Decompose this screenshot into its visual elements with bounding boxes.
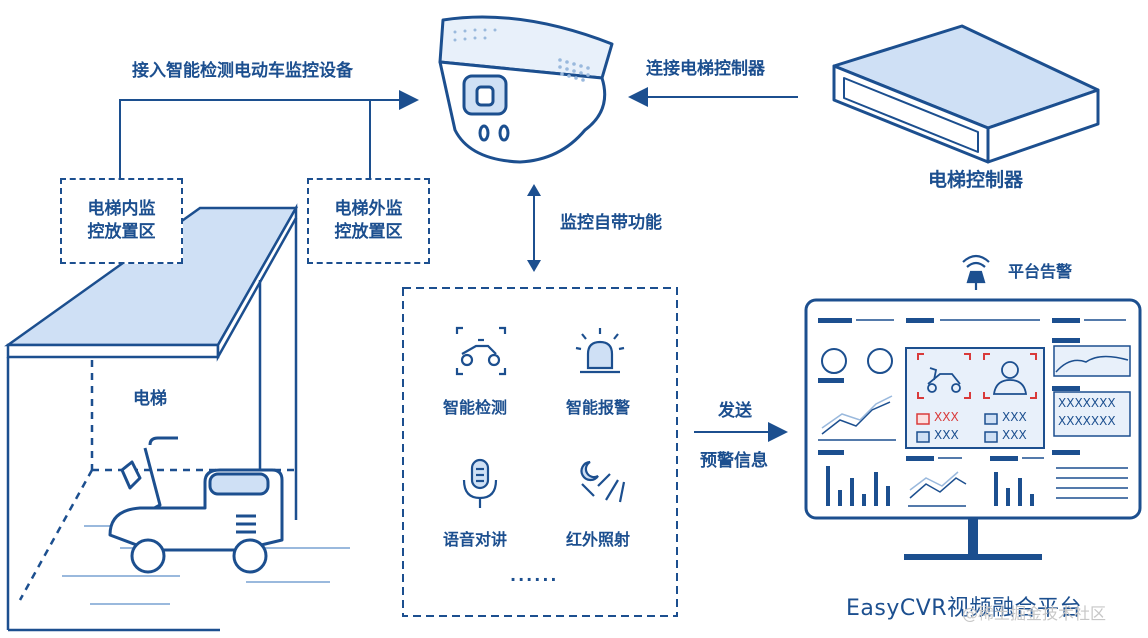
inside-zone-line1: 电梯内监 xyxy=(87,199,156,220)
feature-smart-alarm: 智能报警 xyxy=(566,398,631,417)
tag-swatch-3 xyxy=(916,431,930,443)
tag-swatch-2 xyxy=(984,413,998,425)
screen-list-1: XXXXXXX xyxy=(1058,396,1116,410)
outside-zone-line2: 控放置区 xyxy=(334,222,403,242)
elevator-controller-icon xyxy=(832,24,1100,164)
tag-swatch-4 xyxy=(984,431,998,443)
alert-info-label: 预警信息 xyxy=(700,451,768,471)
detected-person-icon xyxy=(992,361,1028,395)
elevator-controller-label: 电梯控制器 xyxy=(928,169,1024,191)
screen-tag-4: XXX xyxy=(1002,428,1027,442)
elevator-illustration xyxy=(4,203,350,632)
dome-camera-icon xyxy=(438,15,614,164)
feature-smart-detect: 智能检测 xyxy=(443,398,508,417)
scooter-detect-icon xyxy=(455,326,507,376)
detected-person-frame xyxy=(983,353,1037,399)
alarm-light-icon xyxy=(575,328,625,374)
builtin-functions-label: 监控自带功能 xyxy=(560,213,662,233)
screen-tag-3: XXX xyxy=(934,428,959,442)
screen-tag-1: XXX xyxy=(934,410,959,424)
access-devices-label: 接入智能检测电动车监控设备 xyxy=(132,61,353,81)
tag-swatch-1 xyxy=(916,413,930,425)
inside-zone-line2: 控放置区 xyxy=(87,222,156,242)
inside-monitor-zone: 电梯内监控放置区 xyxy=(60,178,183,264)
microphone-icon xyxy=(462,458,498,508)
platform-alarm-label: 平台告警 xyxy=(1008,262,1073,281)
e-scooter-icon xyxy=(108,436,284,574)
feature-voice-intercom: 语音对讲 xyxy=(443,530,508,549)
screen-tag-2: XXX xyxy=(1002,410,1027,424)
platform-title: EasyCVR视频融合平台 xyxy=(846,596,1083,621)
camera-features-bidirectional-arrow xyxy=(527,184,541,272)
elevator-label: 电梯 xyxy=(133,389,167,409)
send-alert-label: 发送 xyxy=(718,401,752,421)
detected-scooter-icon xyxy=(927,367,961,393)
zone-to-camera-connector xyxy=(119,90,419,178)
watermark: @稀土掘金技术社区 xyxy=(962,604,1107,623)
platform-monitor xyxy=(804,298,1142,560)
feature-infrared: 红外照射 xyxy=(566,530,631,549)
features-more: ...... xyxy=(510,566,559,585)
detected-scooter-frame xyxy=(917,353,971,399)
features-panel xyxy=(402,287,678,617)
outside-zone-line1: 电梯外监 xyxy=(334,199,403,220)
platform-alarm-icon xyxy=(962,254,990,290)
screen-list-2: XXXXXXX xyxy=(1058,414,1116,428)
controller-link-label: 连接电梯控制器 xyxy=(646,59,765,79)
infrared-icon xyxy=(580,460,626,503)
outside-monitor-zone: 电梯外监控放置区 xyxy=(307,178,430,264)
